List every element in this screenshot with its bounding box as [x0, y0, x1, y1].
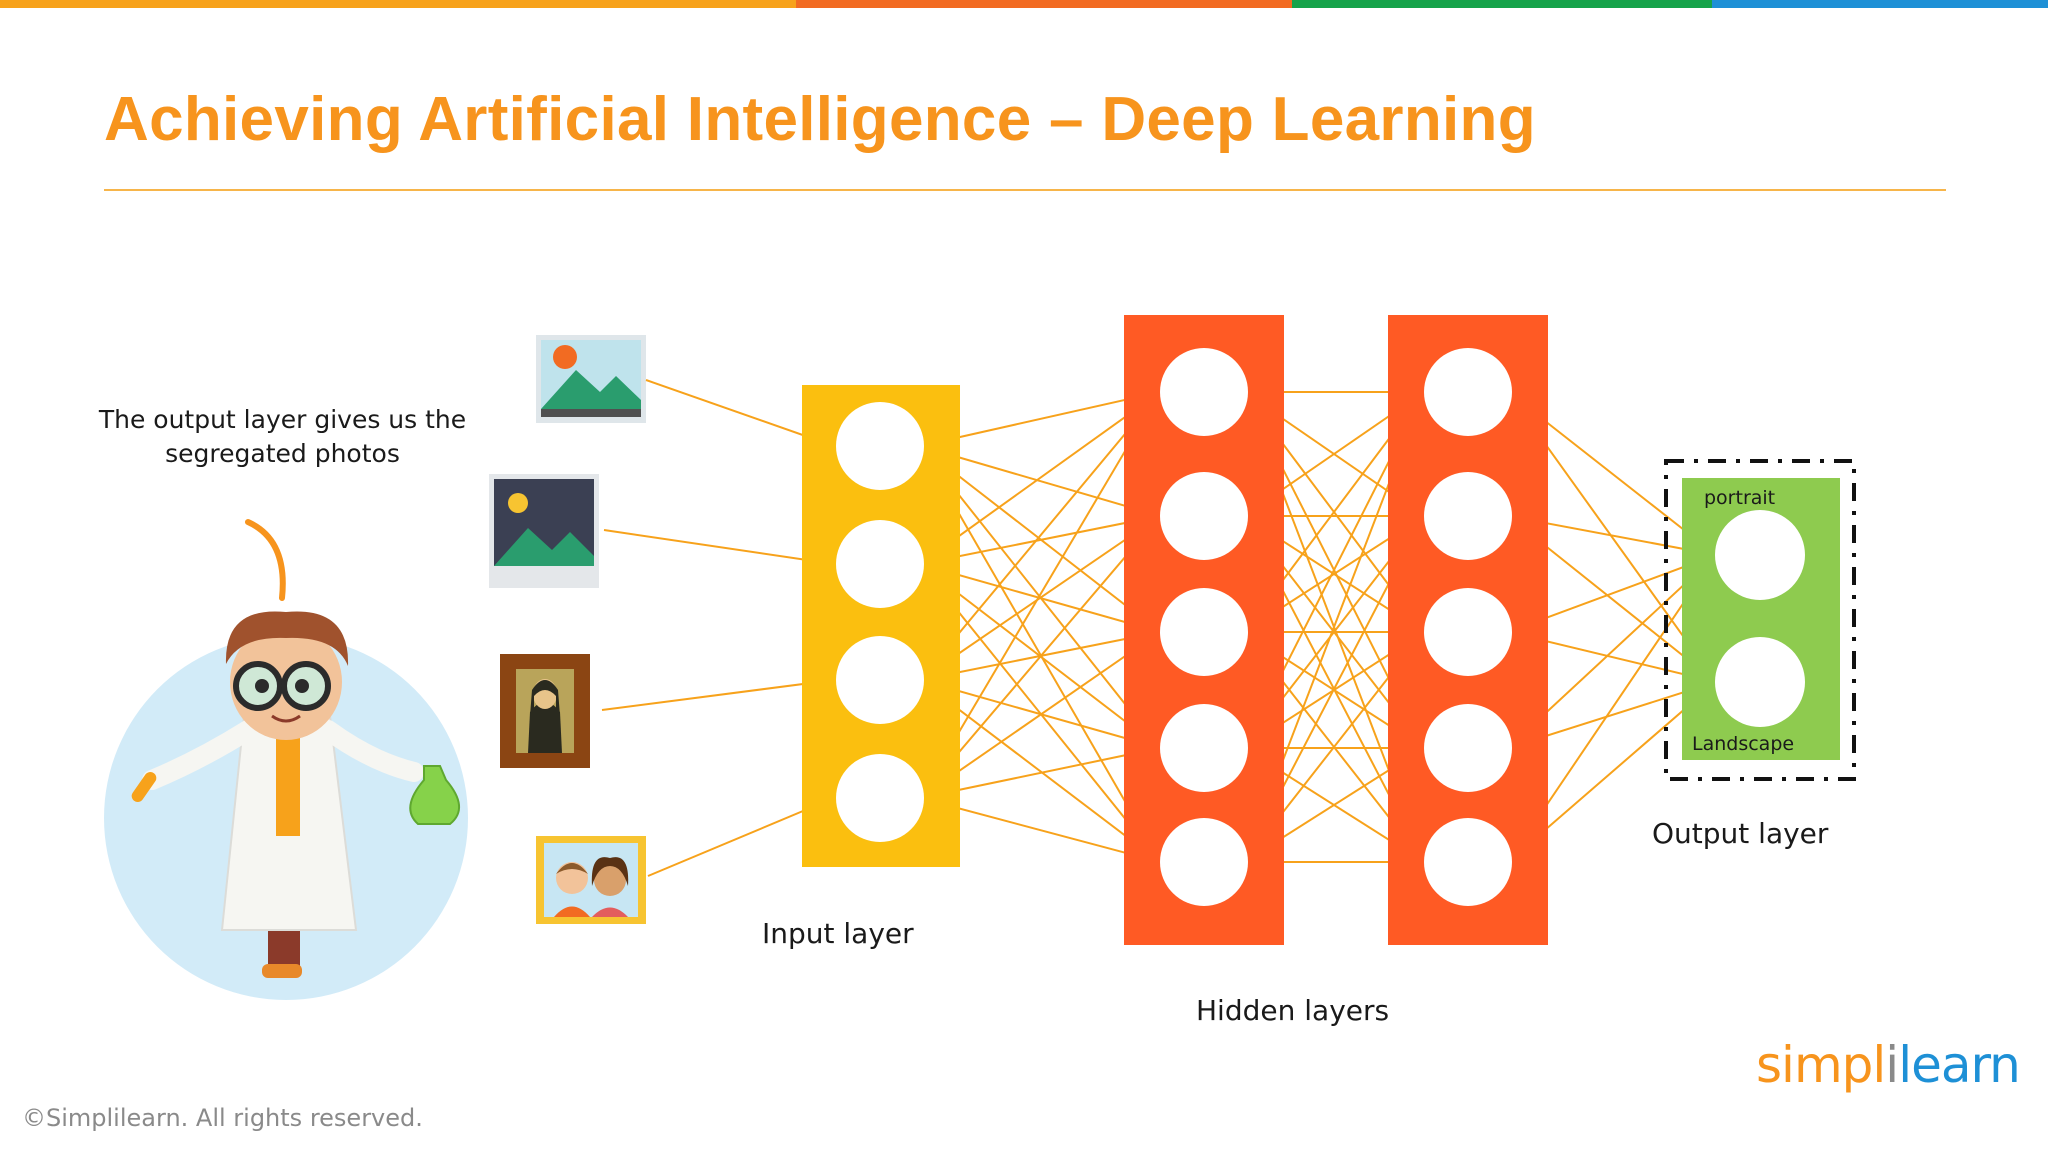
- input-images: [489, 335, 646, 924]
- hidden-1-node: [1160, 588, 1248, 676]
- copyright-notice: ©Simplilearn. All rights reserved.: [22, 1104, 423, 1132]
- top-bar-segment-green: [1292, 0, 1712, 8]
- input-node: [836, 520, 924, 608]
- input-node: [836, 636, 924, 724]
- night-landscape-photo-icon: [489, 474, 599, 588]
- output-node: [1715, 510, 1805, 600]
- portrait-label: portrait: [1704, 487, 1776, 509]
- simplilearn-logo: simplilearn: [1756, 1036, 2021, 1094]
- top-color-bar: [0, 0, 2048, 8]
- landscape-photo-icon: [536, 335, 646, 423]
- output-layer-dashed-box: [1664, 459, 1856, 781]
- input-node: [836, 402, 924, 490]
- scientist-hair: [225, 611, 349, 666]
- left-pupil: [255, 679, 269, 693]
- layer-connections: [919, 388, 1717, 866]
- image-arrow: [603, 529, 835, 567]
- hidden-layers-label: Hidden layers: [1196, 994, 1390, 1027]
- hidden-2-node: [1424, 818, 1512, 906]
- hidden-2-node: [1424, 348, 1512, 436]
- logo-part-i: i: [1885, 1036, 1899, 1094]
- top-bar-segment-blue: [1712, 0, 2048, 8]
- output-caption: The output layer gives us the segregated…: [98, 405, 467, 468]
- input-layer-label: Input layer: [762, 917, 914, 950]
- output-layer-label: Output layer: [1652, 817, 1829, 850]
- output-node: [1715, 637, 1805, 727]
- top-bar-segment-orange: [796, 0, 1292, 8]
- scientist-shoe: [262, 964, 302, 978]
- right-pupil: [295, 679, 309, 693]
- scientist-smile: [271, 714, 301, 723]
- slide-title: Achieving Artificial Intelligence – Deep…: [104, 85, 1536, 154]
- title-underline: [104, 189, 1946, 191]
- mona-lisa-painting-icon: [500, 654, 590, 768]
- test-tube: [131, 771, 157, 803]
- logo-part-learn: learn: [1898, 1036, 2021, 1094]
- hidden-2-node: [1424, 588, 1512, 676]
- network-nodes: [836, 348, 1805, 906]
- thought-line: [245, 519, 286, 601]
- hidden-1-node: [1160, 704, 1248, 792]
- hidden-1-node: [1160, 472, 1248, 560]
- left-arm: [142, 720, 258, 790]
- hidden-1-node: [1160, 818, 1248, 906]
- scientist-illustration-icon: [104, 519, 468, 1000]
- image-to-input-arrows: [601, 379, 835, 877]
- couple-portrait-photo-icon: [536, 836, 646, 924]
- green-flask: [409, 765, 460, 825]
- right-arm: [318, 720, 424, 782]
- landscape-label: Landscape: [1692, 733, 1795, 755]
- logo-part-simpl: simpl: [1756, 1036, 1886, 1094]
- image-arrow: [601, 677, 835, 711]
- hidden-2-node: [1424, 704, 1512, 792]
- hidden-2-node: [1424, 472, 1512, 560]
- input-node: [836, 754, 924, 842]
- hidden-1-node: [1160, 348, 1248, 436]
- top-bar-segment-yellow: [0, 0, 796, 8]
